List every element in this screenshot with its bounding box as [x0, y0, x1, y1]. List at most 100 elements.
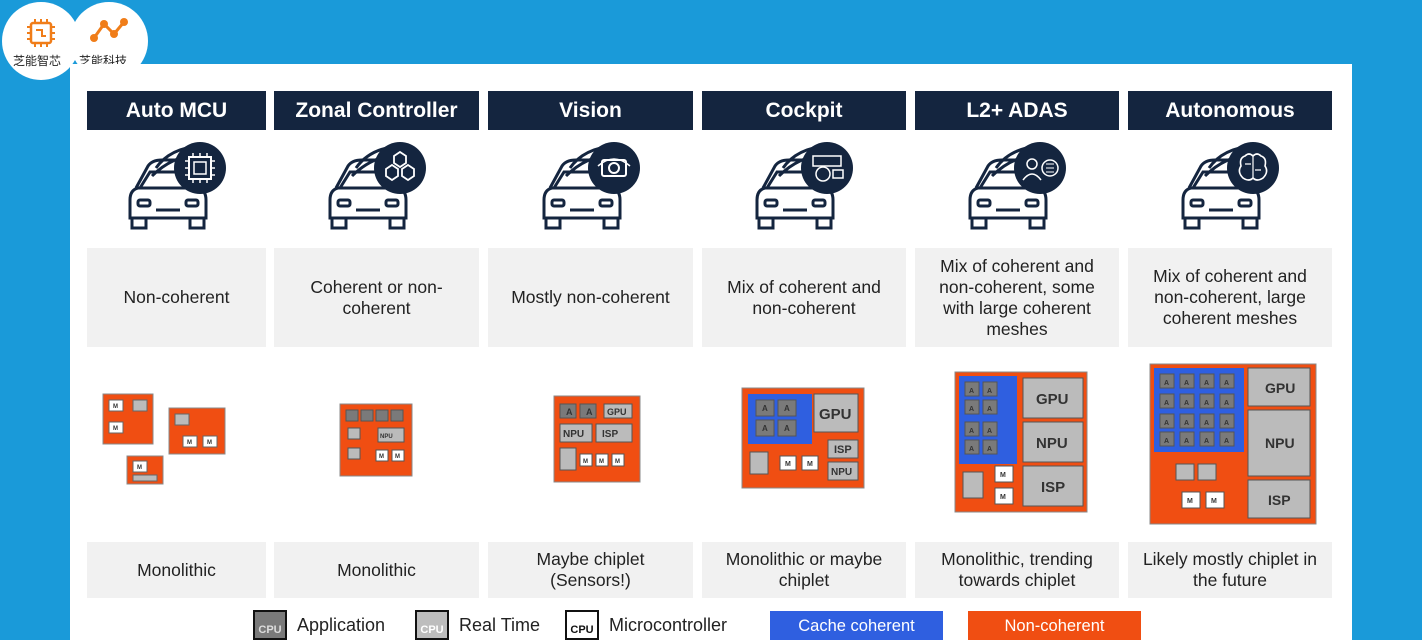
- slide: Auto MCU Non-coherent: [70, 64, 1352, 640]
- legend-application-label: Application: [297, 614, 386, 635]
- svg-text:ISP: ISP: [1268, 492, 1291, 508]
- svg-text:M: M: [1000, 494, 1006, 501]
- svg-text:A: A: [969, 388, 974, 395]
- integration-label: Monolithic: [87, 542, 266, 598]
- svg-text:NPU: NPU: [563, 429, 584, 440]
- coherence-label: Coherent or non-coherent: [274, 248, 479, 347]
- svg-text:A: A: [762, 404, 768, 413]
- legend-microcontroller: CPU Microcontroller: [565, 610, 727, 640]
- car-brain-icon: [1181, 142, 1279, 230]
- svg-text:GPU: GPU: [819, 406, 852, 423]
- svg-text:A: A: [1224, 400, 1229, 407]
- legend-real-time-label: Real Time: [459, 614, 541, 635]
- svg-text:NPU: NPU: [1036, 435, 1068, 452]
- legend-real-time: CPU Real Time: [415, 610, 540, 640]
- svg-text:M: M: [1211, 498, 1217, 505]
- svg-text:A: A: [1204, 400, 1209, 407]
- svg-text:M: M: [395, 454, 400, 460]
- microcontroller-swatch: CPU: [565, 610, 599, 640]
- svg-text:NPU: NPU: [831, 467, 852, 478]
- car-cpu-icon: [128, 142, 226, 230]
- coherence-label: Mix of coherent and non-coherent: [702, 248, 906, 347]
- mcu-chip-diagram: M M M M M: [102, 393, 226, 485]
- svg-text:A: A: [784, 424, 790, 433]
- chip-diagram-auto-mcu: M M M M M: [87, 352, 266, 537]
- coherence-label: Mostly non-coherent: [488, 248, 693, 347]
- svg-text:A: A: [784, 404, 790, 413]
- car-driver-brain-icon: [968, 142, 1066, 230]
- svg-text:A: A: [1224, 380, 1229, 387]
- svg-text:A: A: [586, 407, 593, 417]
- column-header: Cockpit: [702, 91, 906, 130]
- svg-text:M: M: [113, 404, 118, 410]
- cockpit-chip-diagram: A A A A GPU ISP NPU M M: [741, 387, 865, 489]
- column-header: Auto MCU: [87, 91, 266, 130]
- svg-text:GPU: GPU: [1036, 391, 1069, 408]
- svg-text:A: A: [969, 446, 974, 453]
- svg-text:A: A: [1164, 400, 1169, 407]
- svg-text:A: A: [1204, 438, 1209, 445]
- integration-label: Monolithic: [274, 542, 479, 598]
- svg-text:A: A: [1164, 380, 1169, 387]
- svg-text:M: M: [1000, 472, 1006, 479]
- svg-text:NPU: NPU: [1265, 435, 1295, 451]
- svg-text:A: A: [762, 424, 768, 433]
- svg-text:A: A: [987, 406, 992, 413]
- svg-text:ISP: ISP: [834, 444, 852, 456]
- svg-text:A: A: [1184, 438, 1189, 445]
- svg-text:A: A: [1164, 420, 1169, 427]
- svg-text:M: M: [615, 459, 620, 465]
- svg-text:GPU: GPU: [1265, 380, 1295, 396]
- svg-text:A: A: [566, 407, 573, 417]
- legend-cache-coherent: Cache coherent: [770, 611, 943, 640]
- chip-logo-icon: [27, 19, 55, 47]
- zonal-chip-diagram: NPU M M: [339, 403, 413, 477]
- chip-diagram-zonal: NPU M M: [274, 352, 479, 537]
- svg-text:M: M: [807, 461, 813, 468]
- svg-text:NPU: NPU: [380, 434, 393, 440]
- svg-text:A: A: [1224, 420, 1229, 427]
- svg-text:ISP: ISP: [602, 429, 618, 440]
- svg-text:M: M: [785, 461, 791, 468]
- svg-text:M: M: [137, 465, 142, 471]
- integration-label: Monolithic or maybe chiplet: [702, 542, 906, 598]
- svg-text:A: A: [1184, 400, 1189, 407]
- svg-text:A: A: [1184, 380, 1189, 387]
- real-time-swatch: CPU: [415, 610, 449, 640]
- logo-zhineng-zhixin: 芝能智芯: [2, 2, 80, 80]
- svg-text:A: A: [1164, 438, 1169, 445]
- svg-text:A: A: [1204, 380, 1209, 387]
- svg-text:A: A: [969, 428, 974, 435]
- car-camera-icon: [542, 142, 640, 230]
- network-logo-icon: [90, 18, 128, 42]
- svg-text:M: M: [583, 459, 588, 465]
- car-dashboard-icon: [755, 142, 853, 230]
- svg-text:M: M: [207, 440, 212, 446]
- column-header: Autonomous: [1128, 91, 1332, 130]
- svg-text:M: M: [379, 454, 384, 460]
- svg-text:A: A: [1184, 420, 1189, 427]
- column-header: Zonal Controller: [274, 91, 479, 130]
- svg-text:A: A: [987, 388, 992, 395]
- legend-non-coherent: Non-coherent: [968, 611, 1141, 640]
- car-hexagon-icon: [328, 142, 426, 230]
- coherence-label: Mix of coherent and non-coherent, some w…: [915, 248, 1119, 347]
- integration-label: Monolithic, trending towards chiplet: [915, 542, 1119, 598]
- svg-text:M: M: [1187, 498, 1193, 505]
- svg-text:M: M: [113, 426, 118, 432]
- svg-text:A: A: [987, 446, 992, 453]
- svg-text:A: A: [1224, 438, 1229, 445]
- coherence-label: Mix of coherent and non-coherent, large …: [1128, 248, 1332, 347]
- svg-text:M: M: [187, 440, 192, 446]
- application-swatch: CPU: [253, 610, 287, 640]
- integration-label: Likely mostly chiplet in the future: [1128, 542, 1332, 598]
- svg-text:A: A: [987, 428, 992, 435]
- svg-text:ISP: ISP: [1041, 479, 1065, 496]
- svg-text:M: M: [599, 459, 604, 465]
